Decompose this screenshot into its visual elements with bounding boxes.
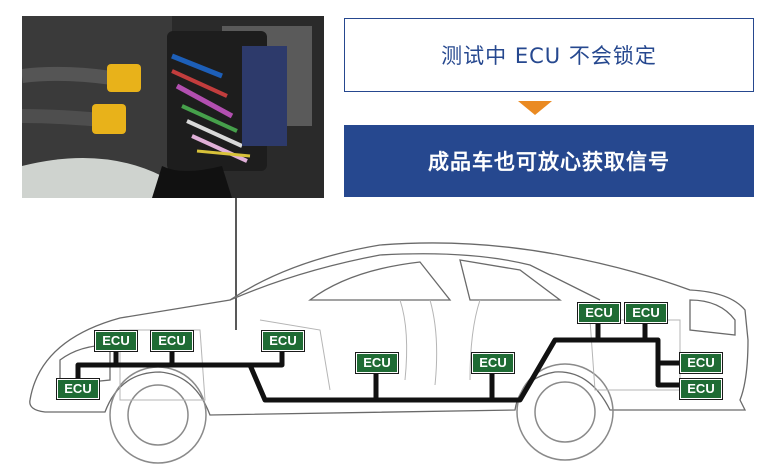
- ecu-box-rear-bottom: ECU: [679, 378, 723, 400]
- ecu-box-front-left: ECU: [94, 330, 138, 352]
- ecu-box-dashboard: ECU: [261, 330, 305, 352]
- ecu-box-rear-top-left: ECU: [577, 302, 621, 324]
- ecu-box-cabin-rear: ECU: [471, 352, 515, 374]
- ecu-box-front-bottom: ECU: [56, 378, 100, 400]
- connector-photo: [22, 16, 324, 198]
- connector-photo-icon: [22, 16, 324, 198]
- callout-top-box: 测试中 ECU 不会锁定: [344, 18, 754, 92]
- ecu-box-cabin-front: ECU: [355, 352, 399, 374]
- ecu-box-rear-top-right: ECU: [624, 302, 668, 324]
- ecu-box-front-center: ECU: [150, 330, 194, 352]
- ecu-box-rear-middle: ECU: [679, 352, 723, 374]
- callout-bottom-box: 成品车也可放心获取信号: [344, 125, 754, 197]
- down-arrow-icon: [518, 101, 552, 115]
